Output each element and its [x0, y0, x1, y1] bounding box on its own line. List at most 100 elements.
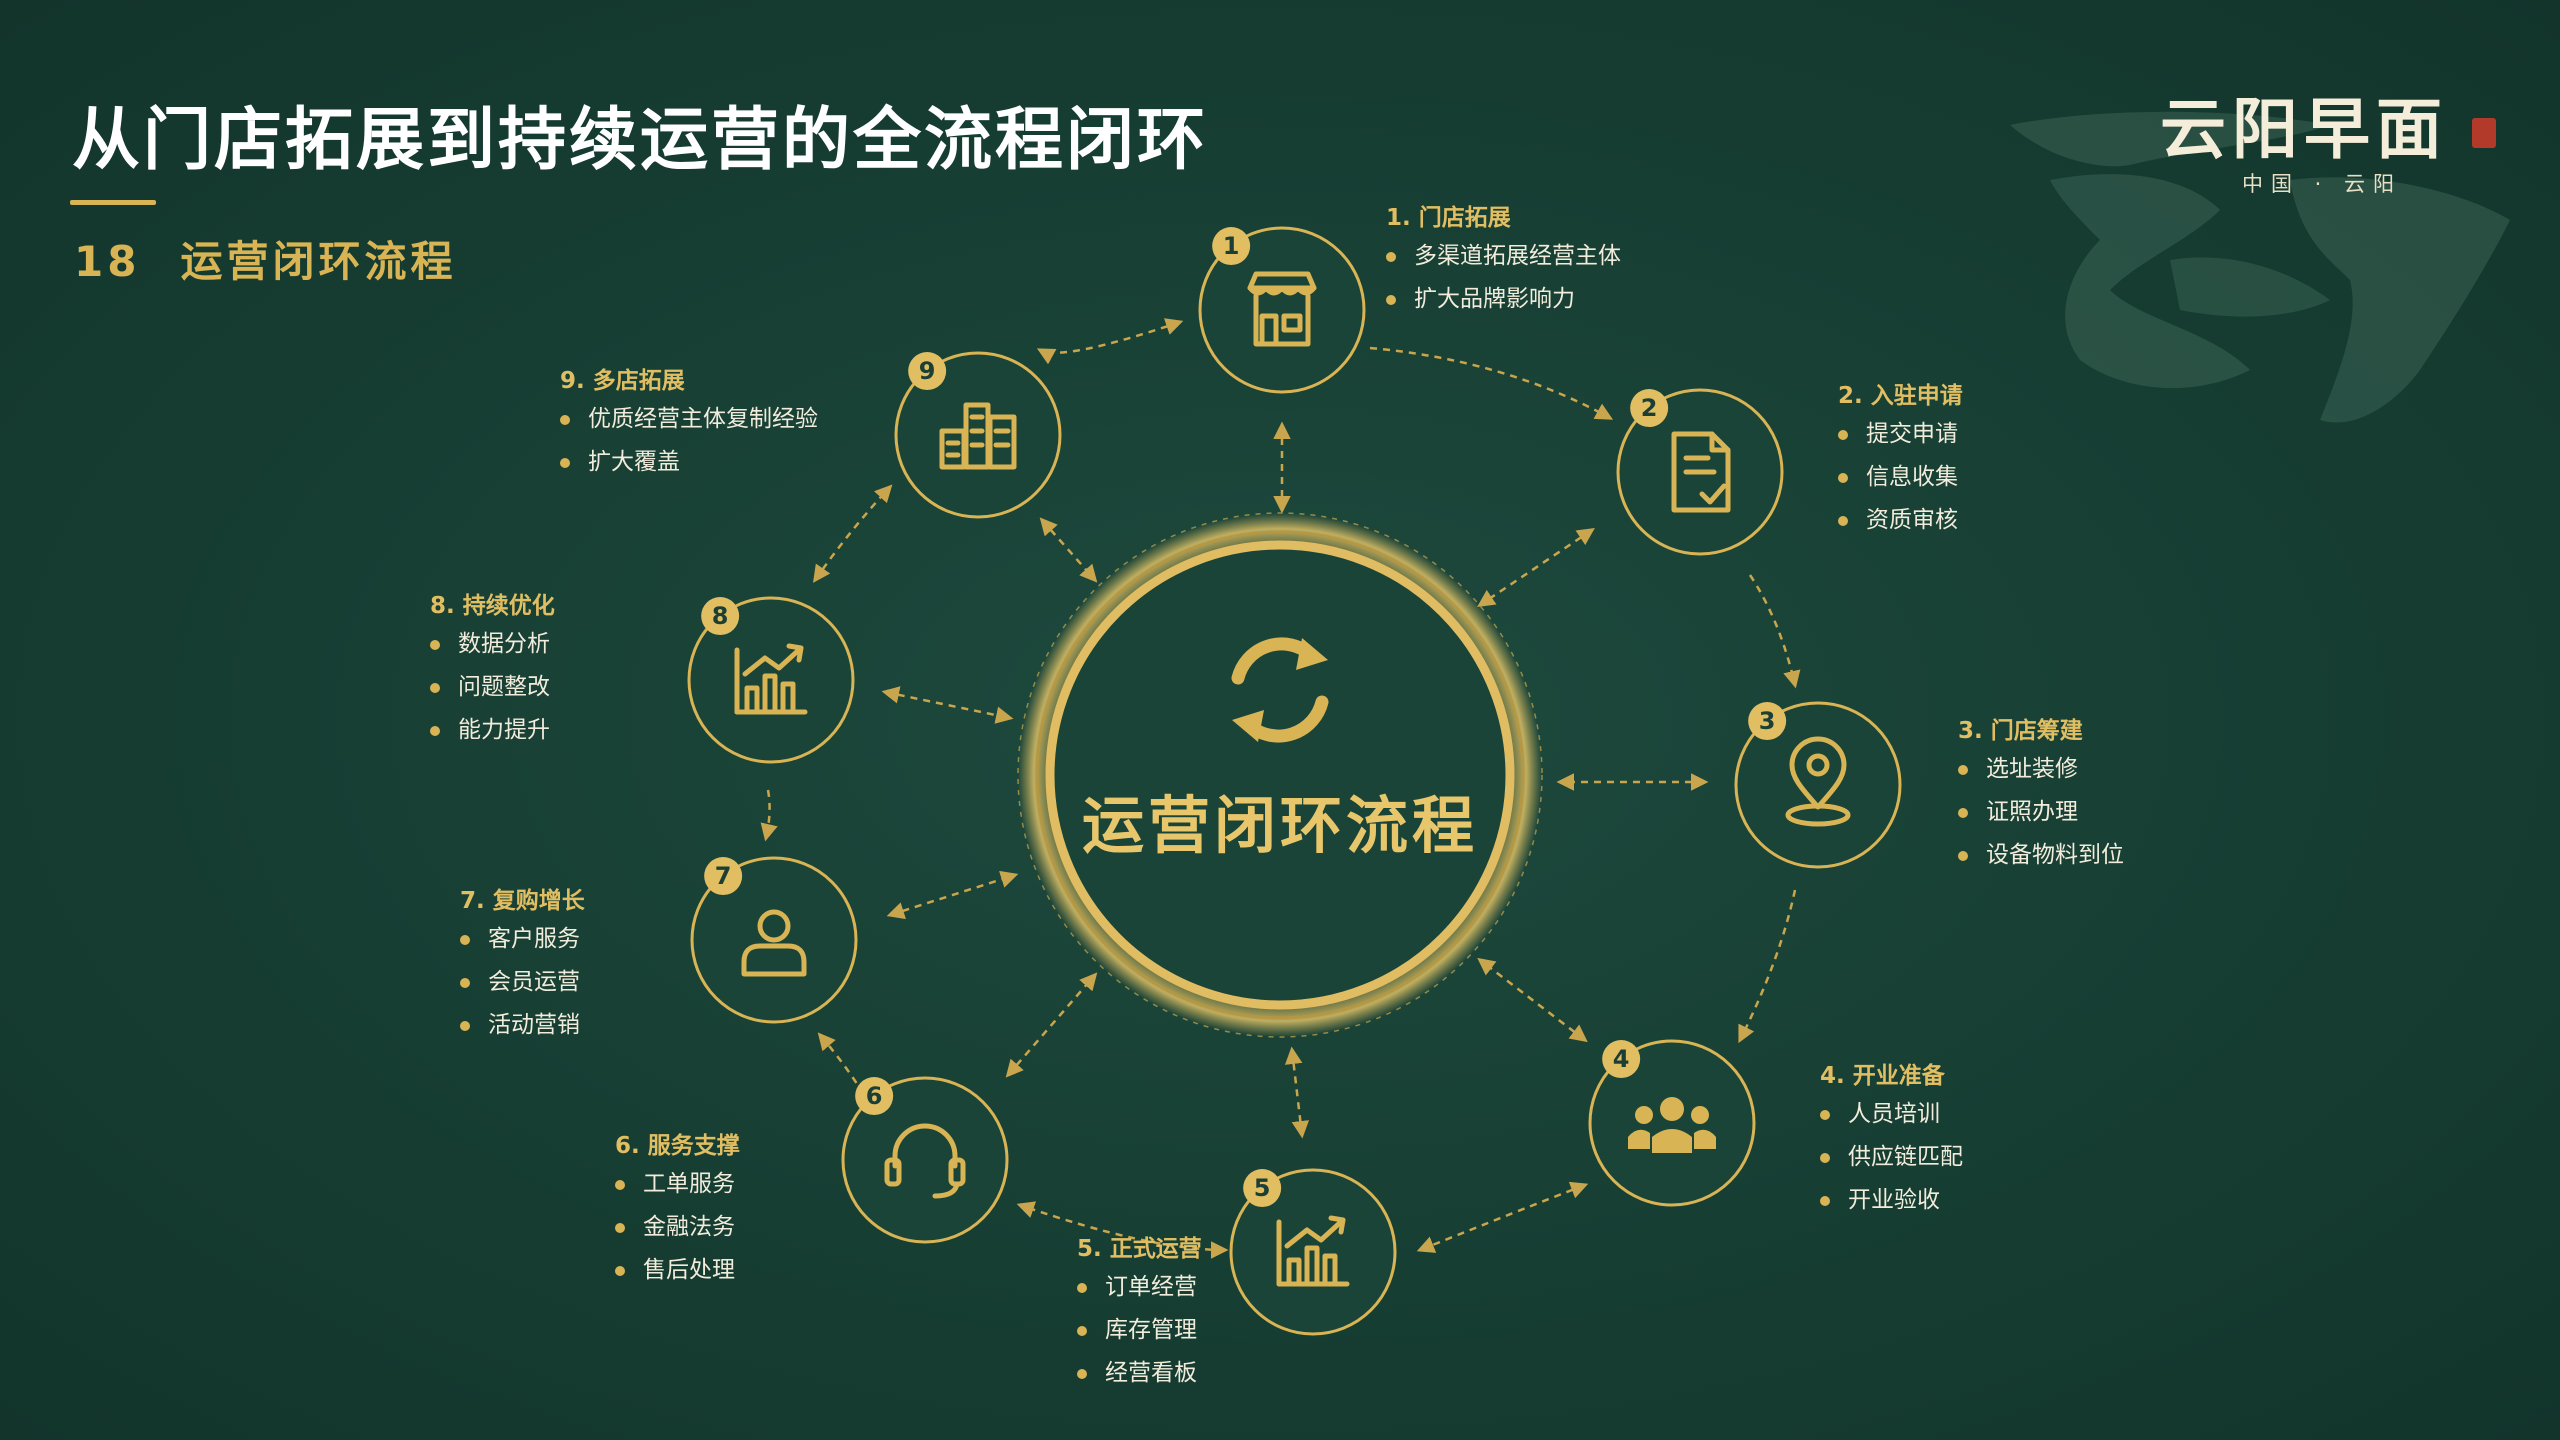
step-number: 6	[866, 1082, 883, 1110]
bar-chart-icon	[1276, 1215, 1350, 1287]
step-item: 证照办理	[1958, 791, 2124, 834]
headset-icon	[884, 1123, 966, 1199]
step-number: 7	[715, 862, 732, 890]
step-icon-wrap	[1247, 271, 1317, 347]
step-number-badge	[1630, 389, 1669, 428]
step-item: 开业验收	[1820, 1179, 1963, 1222]
step-item: 数据分析	[430, 623, 550, 666]
step-icon-wrap	[884, 1123, 966, 1199]
step-item: 信息收集	[1838, 456, 1958, 499]
hub-connector-arrow	[1477, 528, 1595, 607]
step-number: 9	[919, 357, 936, 385]
step-item: 人员培训	[1820, 1093, 1963, 1136]
step-item: 活动营销	[460, 1004, 580, 1047]
step-circle	[1734, 701, 1902, 869]
step-item: 工单服务	[615, 1163, 735, 1206]
step-number: 1	[1223, 232, 1240, 260]
hub-connector-arrow	[1005, 972, 1098, 1078]
step-number: 5	[1254, 1174, 1271, 1202]
step-number: 4	[1613, 1045, 1630, 1073]
step-number-badge	[855, 1077, 894, 1116]
flow-arrow	[1416, 1181, 1589, 1253]
step-circle	[687, 596, 855, 764]
step-icon-wrap	[939, 402, 1017, 470]
step-nodes: 1 2 3 4 5 6 7 8 9	[687, 226, 1902, 1336]
step-number-badge	[701, 597, 740, 636]
hub-connector-arrow	[881, 686, 1014, 724]
store-icon	[1247, 271, 1317, 347]
step-item-list: 数据分析问题整改能力提升	[430, 623, 550, 752]
center-label: 运营闭环流程	[1081, 789, 1479, 862]
step-node-8: 8	[687, 596, 855, 764]
step-number-badge	[908, 352, 947, 391]
location-pin-icon	[1785, 736, 1851, 827]
step-item-list: 订单经营库存管理经营看板	[1077, 1266, 1197, 1395]
flow-arrow	[760, 789, 778, 842]
flow-arrow	[817, 1032, 872, 1106]
step-item: 订单经营	[1077, 1266, 1197, 1309]
buildings-icon	[939, 402, 1017, 470]
flow-arrow	[1036, 318, 1184, 365]
step-number-badge	[704, 857, 743, 896]
step-node-9: 9	[894, 351, 1062, 519]
step-number: 3	[1759, 707, 1776, 735]
step-item-list: 客户服务会员运营活动营销	[460, 918, 580, 1047]
center-hub	[1017, 512, 1543, 1038]
title-underline	[70, 200, 156, 205]
flow-arrow	[1748, 574, 1801, 689]
step-circle	[894, 351, 1062, 519]
step-item: 供应链匹配	[1820, 1136, 1963, 1179]
step-item: 经营看板	[1077, 1352, 1197, 1395]
step-item: 设备物料到位	[1958, 834, 2124, 877]
step-item-list: 优质经营主体复制经验扩大覆盖	[560, 398, 818, 484]
step-item: 问题整改	[430, 666, 550, 709]
step-item-list: 工单服务金融法务售后处理	[615, 1163, 735, 1292]
flow-arrow	[812, 484, 893, 583]
hub-connector-arrow	[886, 870, 1019, 920]
step-title: 1. 门店拓展	[1386, 205, 1511, 231]
step-node-1: 1	[1198, 226, 1366, 394]
step-item: 金融法务	[615, 1206, 735, 1249]
section-title: 运营闭环流程	[180, 237, 457, 286]
flow-arrow	[1738, 889, 1797, 1044]
step-circle	[1229, 1168, 1397, 1336]
step-node-3: 3	[1734, 701, 1902, 869]
step-node-5: 5	[1229, 1168, 1397, 1336]
flow-arrow	[1016, 1201, 1229, 1259]
step-node-6: 6	[841, 1076, 1009, 1244]
step-title: 5. 正式运营	[1077, 1236, 1202, 1262]
step-item: 多渠道拓展经营主体	[1386, 235, 1621, 278]
user-icon	[741, 909, 807, 977]
brand-ink-brush	[2010, 111, 2510, 423]
step-icon-wrap	[1628, 1097, 1716, 1153]
step-item: 会员运营	[460, 961, 580, 1004]
step-title: 3. 门店筹建	[1958, 718, 2083, 744]
step-item-list: 多渠道拓展经营主体扩大品牌影响力	[1386, 235, 1621, 321]
step-node-7: 7	[690, 856, 858, 1024]
step-item: 库存管理	[1077, 1309, 1197, 1352]
step-number: 2	[1641, 394, 1658, 422]
step-icon-wrap	[1785, 736, 1851, 827]
step-number-badge	[1748, 702, 1787, 741]
step-node-4: 4	[1588, 1039, 1756, 1207]
flow-arrow	[1369, 346, 1614, 420]
brand-seal-icon	[2472, 118, 2496, 148]
step-title: 9. 多店拓展	[560, 368, 685, 394]
step-item: 选址装修	[1958, 748, 2124, 791]
step-item-list: 提交申请信息收集资质审核	[1838, 413, 1958, 542]
page-title: 从门店拓展到持续运营的全流程闭环	[72, 101, 1209, 180]
step-item-list: 选址装修证照办理设备物料到位	[1958, 748, 2124, 877]
step-item: 扩大覆盖	[560, 441, 818, 484]
step-title: 2. 入驻申请	[1838, 383, 1963, 409]
step-number-badge	[1212, 227, 1251, 266]
step-circle	[1588, 1039, 1756, 1207]
team-icon	[1628, 1097, 1716, 1153]
document-check-icon	[1671, 431, 1731, 513]
step-item: 优质经营主体复制经验	[560, 398, 818, 441]
step-title: 7. 复购增长	[460, 888, 585, 914]
step-item: 能力提升	[430, 709, 550, 752]
step-item: 客户服务	[460, 918, 580, 961]
step-item: 提交申请	[1838, 413, 1958, 456]
